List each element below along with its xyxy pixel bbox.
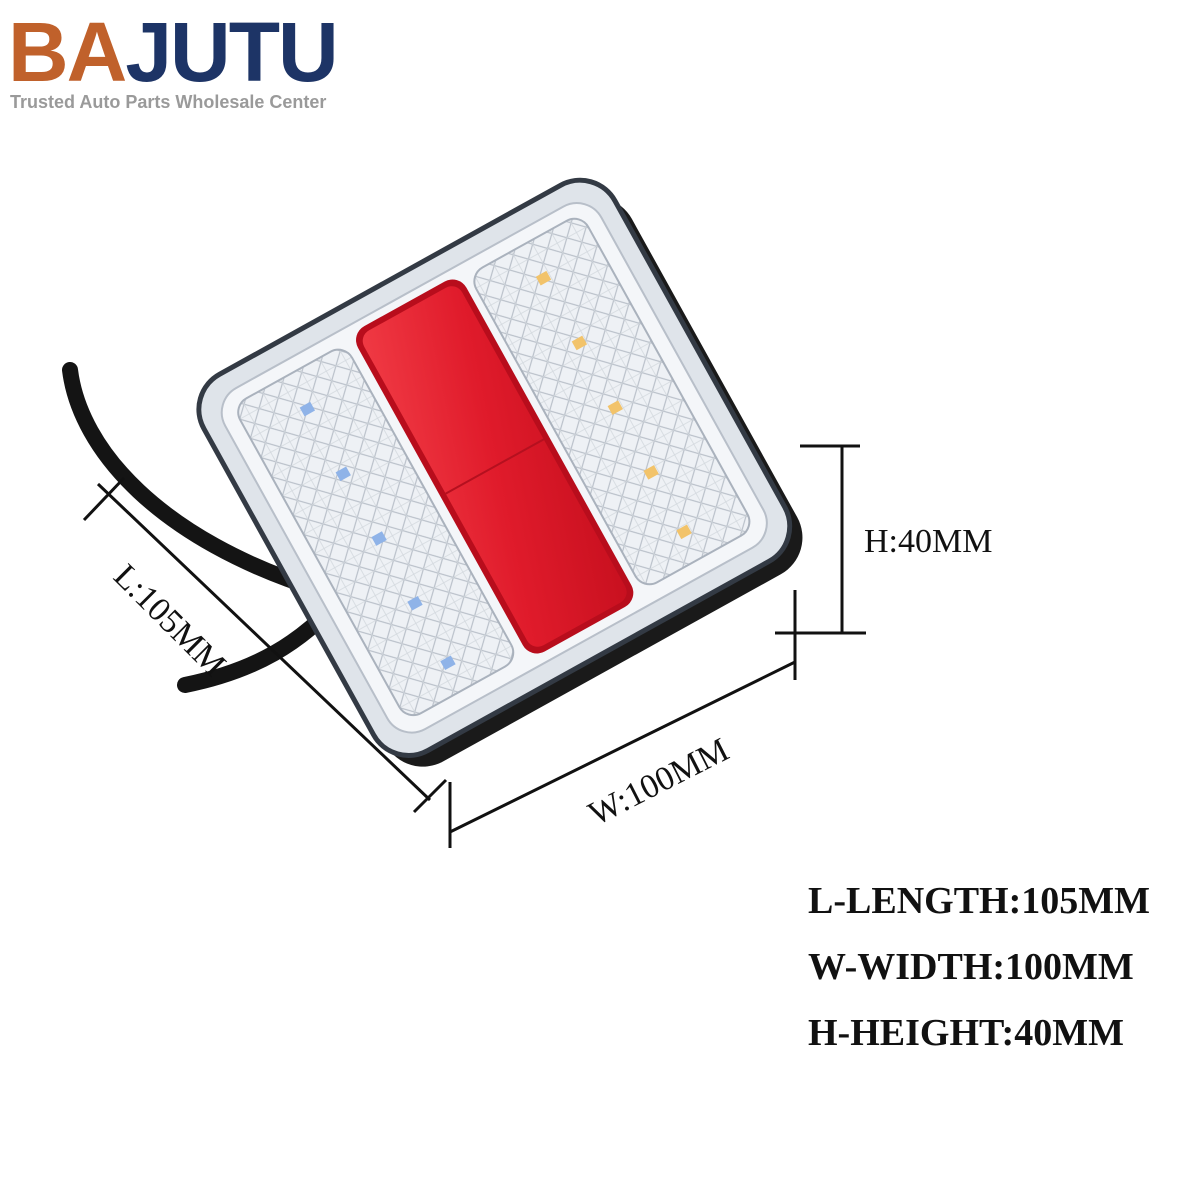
brand-tagline: Trusted Auto Parts Wholesale Center xyxy=(10,92,327,112)
length-dimension-line xyxy=(82,476,448,814)
spec-length: L-LENGTH:105MM xyxy=(808,880,1150,922)
led-row-left xyxy=(299,401,456,671)
product-illustration: L:105MM W:100MM H:40MM xyxy=(62,177,992,848)
height-label: H:40MM xyxy=(864,523,992,560)
width-label: W:100MM xyxy=(583,731,735,833)
spec-width: W-WIDTH:100MM xyxy=(808,946,1134,988)
spec-list: L-LENGTH:105MM W-WIDTH:100MM H-HEIGHT:40… xyxy=(808,872,1150,1070)
width-dimension-line xyxy=(448,590,797,848)
led-strip-right xyxy=(473,217,751,586)
height-dimension-line xyxy=(775,444,866,635)
spec-height: H-HEIGHT:40MM xyxy=(808,1012,1124,1054)
led-strip-left xyxy=(237,348,515,717)
length-label: L:105MM xyxy=(106,557,232,683)
led-row-right xyxy=(535,270,692,540)
logo-part-ba: BA xyxy=(8,5,127,99)
logo-part-jutu: JUTU xyxy=(125,5,338,99)
brand-logo: BAJUTU xyxy=(8,10,339,94)
tail-lamp xyxy=(196,177,803,767)
brand-block: BAJUTU Trusted Auto Parts Wholesale Cent… xyxy=(8,10,339,113)
